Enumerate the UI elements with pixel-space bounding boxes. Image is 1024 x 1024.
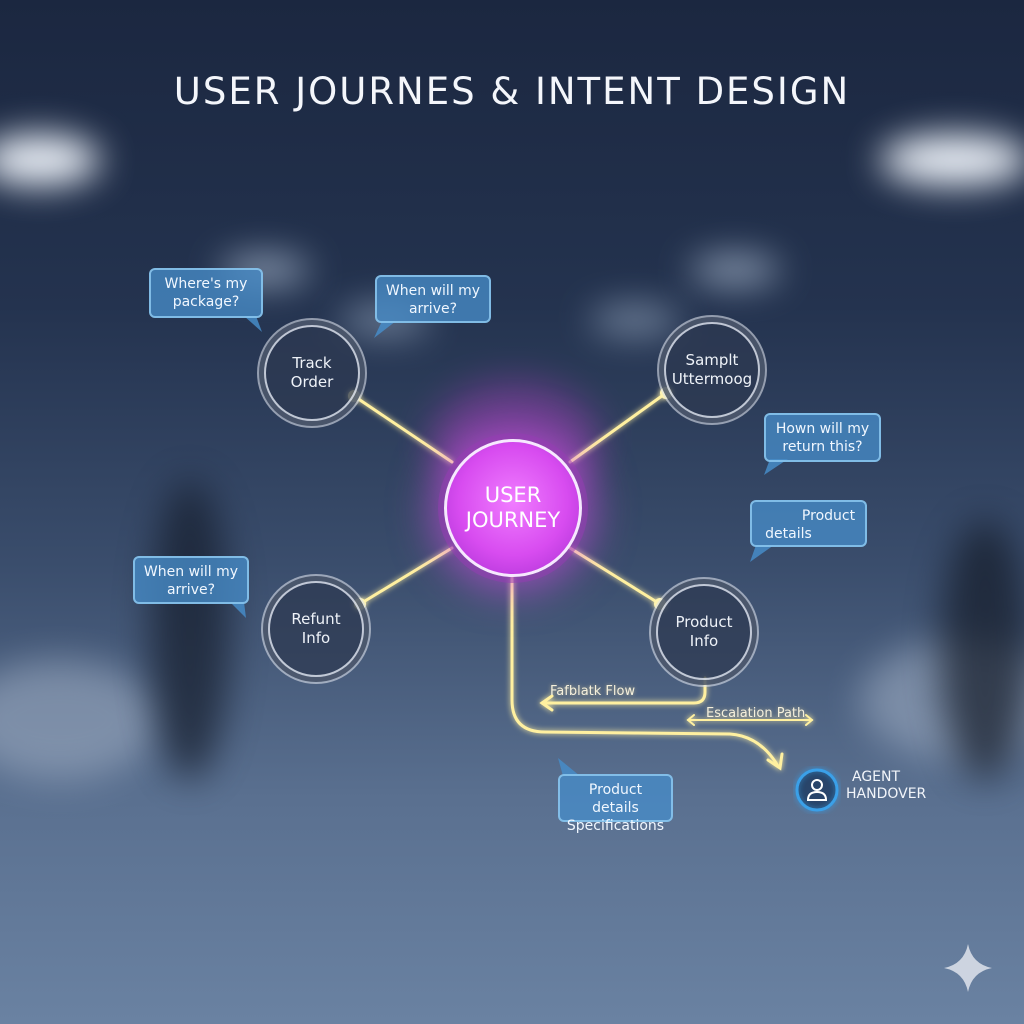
connector-refund-info [358, 546, 454, 606]
fallback-path [540, 676, 707, 705]
node-label: Order [290, 373, 334, 391]
user-icon [806, 779, 828, 801]
connector-product-info [568, 546, 662, 606]
connector-track-order [352, 394, 454, 464]
center-label-1: USER [484, 483, 542, 507]
fallback-flow-label: Fafblatk Flow [550, 684, 636, 699]
node-label: Track [292, 354, 332, 372]
escalation-arrowhead [766, 752, 784, 771]
node-label: Product [675, 613, 733, 631]
node-label: Info [301, 629, 331, 647]
bubble-tails [230, 316, 788, 776]
node-label: Info [689, 632, 719, 650]
center-label-2: JOURNEY [465, 508, 561, 532]
node-label: Samplt [685, 351, 739, 369]
node-label: Uttermoog [671, 370, 753, 388]
fallback-arrowhead [539, 694, 554, 712]
escalation-path-label: Escalation Path [706, 706, 806, 721]
page-title: USER JOURNES & INTENT DESIGN [173, 70, 851, 113]
node-label: Refunt [291, 610, 341, 628]
sparkle-icon [944, 944, 992, 992]
escalation-main-path [510, 574, 780, 768]
connector-sample-utterance [568, 391, 668, 464]
